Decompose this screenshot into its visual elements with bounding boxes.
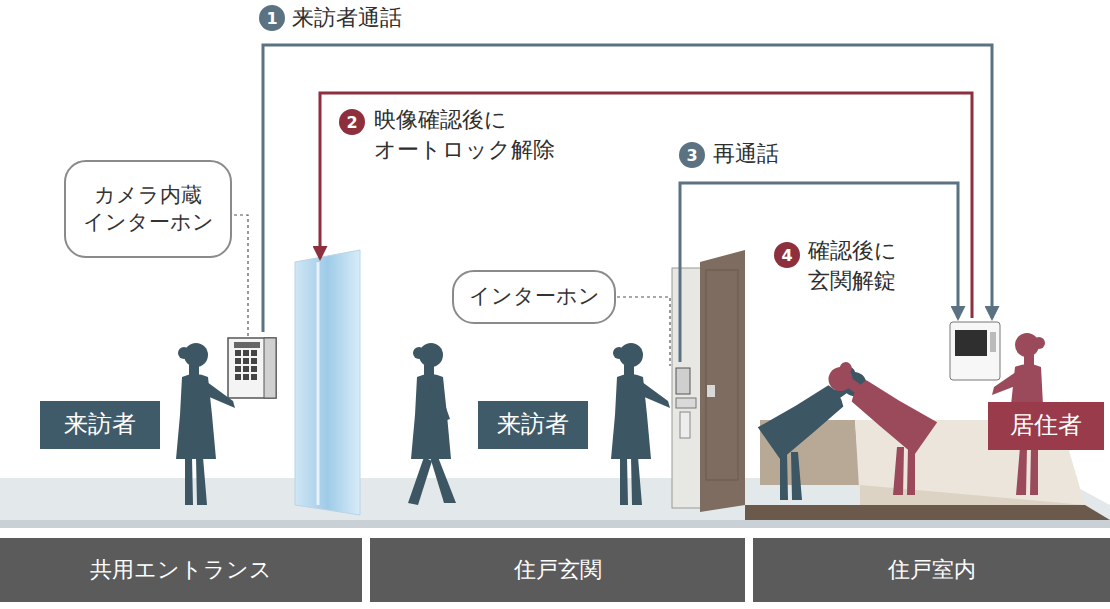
hair-bun <box>1033 337 1045 349</box>
door-handle <box>707 385 715 397</box>
arm <box>798 394 839 428</box>
flow-arrow <box>263 45 992 332</box>
arm <box>430 379 450 421</box>
door-intercom <box>676 368 690 394</box>
arm <box>635 379 670 408</box>
mail-slot <box>676 398 696 408</box>
flow-arrows <box>263 45 992 362</box>
entrance-intercom <box>228 338 276 398</box>
keypad-key <box>243 350 249 356</box>
callout-number: 3 <box>679 142 705 168</box>
person-silhouette <box>176 343 235 505</box>
upper-body <box>758 361 876 460</box>
floor-edge <box>0 520 1110 528</box>
arm <box>200 379 235 408</box>
flow-arrow <box>680 183 958 362</box>
hair-bun <box>178 347 190 359</box>
leg <box>408 457 432 505</box>
leg <box>620 457 628 505</box>
glass-door <box>295 250 360 515</box>
upper-body <box>819 356 937 455</box>
keypad-key <box>235 358 241 364</box>
keypad-key <box>251 358 257 364</box>
upper-body <box>611 343 670 459</box>
monitor-buttons <box>990 332 996 352</box>
node-text: 住戸室内 <box>888 556 976 585</box>
leg <box>1030 447 1038 495</box>
torso <box>758 379 851 461</box>
node-text: 居住者 <box>1010 410 1082 441</box>
role-tag: 来訪者 <box>478 401 588 449</box>
keypad-key <box>251 374 257 380</box>
person-silhouette <box>758 361 876 500</box>
hair-bun <box>613 347 625 359</box>
camera-strip <box>234 342 260 348</box>
upper-body <box>411 343 451 459</box>
callout-number: 4 <box>774 242 800 268</box>
leg <box>791 452 802 500</box>
entrance-intercom-side <box>264 338 276 398</box>
step-text: 映像確認後に オートロック解除 <box>374 105 555 164</box>
keypad-key <box>235 374 241 380</box>
zone-band: 住戸室内 <box>753 538 1110 602</box>
role-tag: 居住者 <box>988 402 1104 450</box>
zone-band: 共用エントランス <box>0 538 362 602</box>
flow-arrow <box>320 93 972 318</box>
monitor-screen <box>955 330 987 356</box>
node-text: 来訪者 <box>497 409 569 440</box>
leg <box>893 447 904 495</box>
door-wall <box>672 268 702 508</box>
step-text: 来訪者通話 <box>292 3 402 33</box>
hair-bun <box>413 347 425 359</box>
torso <box>845 374 938 456</box>
leg <box>185 457 193 505</box>
person-silhouette <box>408 343 456 505</box>
leg <box>430 457 456 503</box>
keypad-key <box>243 374 249 380</box>
door-panel <box>706 270 738 480</box>
keypad-key <box>235 350 241 356</box>
node-text: 来訪者 <box>64 409 136 440</box>
step-text: 確認後に 玄関解錠 <box>808 236 897 295</box>
arm <box>856 389 897 423</box>
apartment-door <box>700 250 745 512</box>
leg <box>631 457 642 505</box>
leader-line <box>234 215 248 336</box>
step-text: 再通話 <box>713 139 779 169</box>
leader-line <box>617 297 670 366</box>
room-monitor <box>950 322 1000 380</box>
person-silhouette <box>611 343 670 505</box>
keypad-key <box>243 366 249 372</box>
torso <box>411 374 451 459</box>
hair-bun <box>837 360 854 377</box>
callout-box: カメラ内蔵 インターホン <box>64 160 232 258</box>
leg <box>1016 447 1027 495</box>
node-text: カメラ内蔵 インターホン <box>83 182 214 237</box>
callout-number: 2 <box>339 109 365 135</box>
zone-band: 住戸玄関 <box>370 538 745 602</box>
keypad-key <box>251 350 257 356</box>
keypad-key <box>235 366 241 372</box>
keypad-key <box>243 358 249 364</box>
callout-number: 1 <box>259 5 285 31</box>
role-tag: 来訪者 <box>40 401 160 449</box>
arm <box>992 369 1023 395</box>
glass-shine <box>317 262 320 505</box>
leader-lines <box>234 215 670 366</box>
keypad-key <box>251 366 257 372</box>
node-text: 住戸玄関 <box>514 556 602 585</box>
leg <box>196 457 207 505</box>
person-silhouette <box>819 356 937 495</box>
name-plate <box>680 412 690 438</box>
node-text: インターホン <box>469 283 600 310</box>
node-text: 共用エントランス <box>90 556 272 585</box>
callout-box: インターホン <box>452 270 616 324</box>
scene <box>0 250 1110 528</box>
upper-body <box>176 343 235 459</box>
room-floor-edge <box>745 505 1110 520</box>
